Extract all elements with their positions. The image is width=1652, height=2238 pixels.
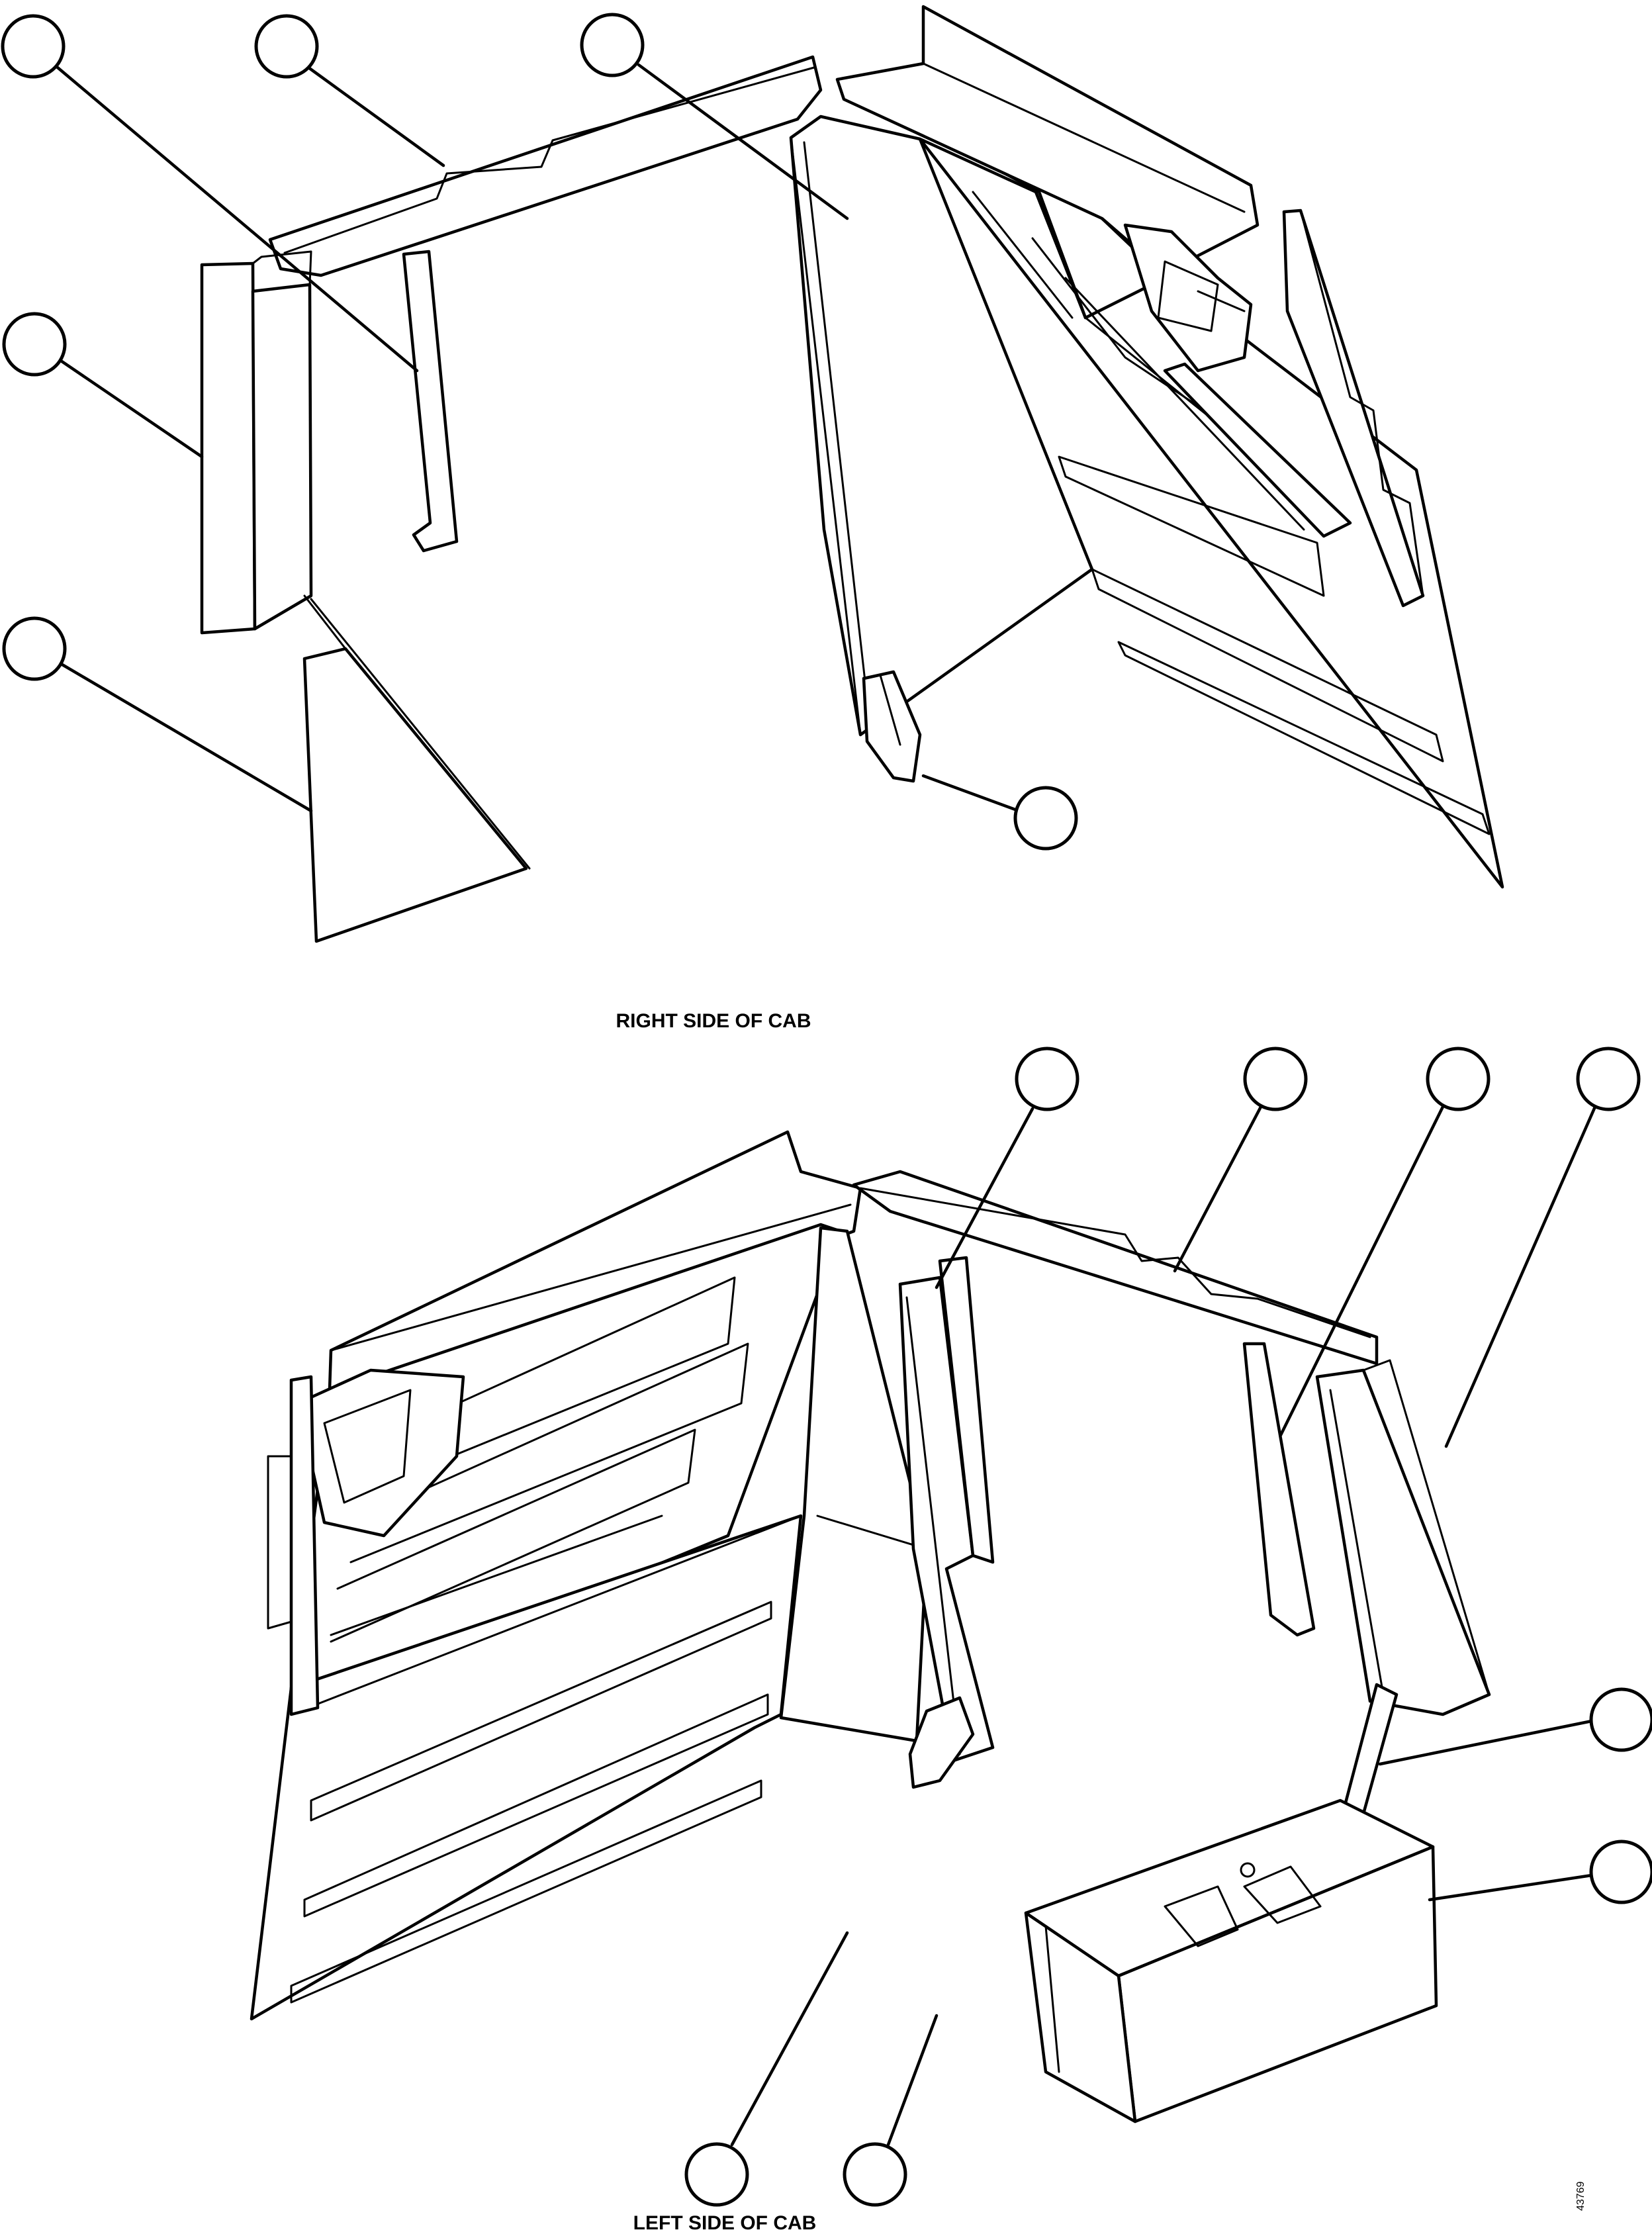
callout-balloon bbox=[1589, 1840, 1652, 1904]
center-pillar-trim-left-outer bbox=[938, 1256, 995, 1564]
callout-balloon bbox=[1576, 1047, 1641, 1111]
door-console-left bbox=[296, 1368, 465, 1538]
upper-pillar-trim-left bbox=[1242, 1342, 1316, 1637]
seatbelt-trim-strip bbox=[1342, 1683, 1399, 1816]
rear-header-trim-left bbox=[852, 1170, 1379, 1366]
figure-code: 43769 bbox=[1575, 2181, 1586, 2211]
storage-box-side bbox=[1024, 1911, 1137, 2123]
lower-corner-trim-left bbox=[908, 1696, 975, 1789]
door-frame-rail-right bbox=[1282, 209, 1425, 608]
callout-balloon bbox=[1015, 1047, 1079, 1111]
callout-balloon bbox=[843, 2142, 907, 2207]
callout-balloon bbox=[580, 13, 645, 77]
door-lower-panel-left bbox=[250, 1514, 803, 2021]
lower-corner-trim-right bbox=[862, 670, 922, 783]
callout-balloon bbox=[1243, 1047, 1308, 1111]
callout-balloon bbox=[2, 616, 67, 681]
callout-balloon bbox=[1426, 1047, 1491, 1111]
rear-pillar-trim-left bbox=[1315, 1368, 1491, 1716]
upper-pillar-trim-right bbox=[402, 250, 459, 553]
lower-quarter-trim-right bbox=[302, 647, 528, 943]
callout-balloon bbox=[1, 14, 66, 79]
caption-right-side: RIGHT SIDE OF CAB bbox=[616, 1010, 811, 1032]
right-side-assembly: RIGHT SIDE OF CAB bbox=[1, 5, 1504, 1032]
rear-pillar-trim-right bbox=[200, 261, 257, 635]
callout-balloon bbox=[254, 14, 319, 79]
caption-left-side: LEFT SIDE OF CAB bbox=[633, 2212, 817, 2234]
callout-balloon bbox=[1013, 786, 1078, 851]
callout-balloon bbox=[1589, 1687, 1652, 1752]
center-pillar-trim-left bbox=[898, 1276, 995, 1763]
left-side-assembly: LEFT SIDE OF CAB 43769 bbox=[250, 1047, 1652, 2234]
door-console-right bbox=[1123, 223, 1253, 373]
callout-balloon bbox=[2, 312, 67, 377]
callout-balloon bbox=[684, 2142, 749, 2207]
door-trim-strip-right bbox=[1163, 362, 1352, 538]
rear-pillar-trim-right-face bbox=[251, 283, 313, 631]
